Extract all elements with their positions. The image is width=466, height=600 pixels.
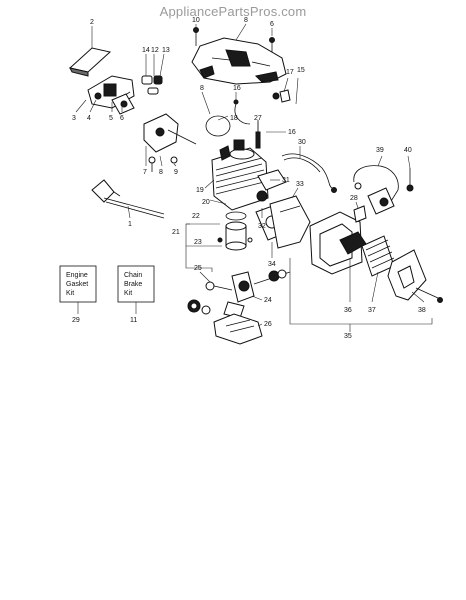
callout-18: 18 bbox=[230, 115, 238, 122]
callout-3: 3 bbox=[72, 115, 76, 122]
callout-22: 22 bbox=[192, 213, 200, 220]
scrench-tool bbox=[91, 179, 165, 219]
air-filter bbox=[68, 47, 112, 77]
callout-19: 19 bbox=[196, 187, 204, 194]
plate-33 bbox=[269, 195, 311, 249]
svg-text:Brake: Brake bbox=[124, 281, 142, 288]
svg-text:Engine: Engine bbox=[66, 272, 88, 279]
callout-28: 28 bbox=[350, 195, 358, 202]
engine-gasket-kit-box: Engine Gasket Kit bbox=[59, 265, 97, 314]
intake-manifold bbox=[143, 113, 197, 172]
crankcase-26 bbox=[213, 313, 263, 345]
callout-24: 24 bbox=[264, 297, 272, 304]
callout-16a: 16 bbox=[233, 85, 241, 92]
top-cover bbox=[191, 37, 287, 85]
carburetor-assembly bbox=[87, 75, 135, 115]
callout-29: 29 bbox=[72, 317, 80, 324]
svg-text:Kit: Kit bbox=[66, 290, 74, 297]
callout-25: 25 bbox=[194, 265, 202, 272]
callout-8c: 8 bbox=[159, 169, 163, 176]
callout-38: 38 bbox=[418, 307, 426, 314]
handle-38 bbox=[387, 249, 443, 303]
callout-8b: 8 bbox=[200, 85, 204, 92]
fittings-12-14 bbox=[141, 75, 163, 95]
callout-7: 7 bbox=[143, 169, 147, 176]
svg-text:Gasket: Gasket bbox=[66, 281, 88, 288]
callout-17: 17 bbox=[286, 69, 294, 76]
callout-12: 12 bbox=[151, 47, 159, 54]
callout-4: 4 bbox=[87, 115, 91, 122]
callout-14: 14 bbox=[142, 47, 150, 54]
callout-11: 11 bbox=[130, 317, 137, 324]
callout-2: 2 bbox=[90, 19, 94, 26]
callout-20: 20 bbox=[202, 199, 210, 206]
callout-33: 33 bbox=[296, 181, 304, 188]
callout-10: 10 bbox=[192, 17, 200, 24]
handle-39 bbox=[353, 165, 399, 215]
part-28 bbox=[353, 205, 367, 223]
callout-23: 23 bbox=[194, 239, 202, 246]
callout-32: 32 bbox=[258, 223, 266, 230]
callout-8a: 8 bbox=[244, 17, 248, 24]
callout-35: 35 bbox=[344, 333, 352, 340]
screw-6 bbox=[269, 37, 275, 52]
fan-housing bbox=[309, 211, 363, 275]
callout-39: 39 bbox=[376, 147, 384, 154]
wire-30 bbox=[281, 153, 337, 193]
bearing-25 bbox=[187, 299, 211, 315]
callout-1: 1 bbox=[128, 221, 132, 228]
svg-text:Chain: Chain bbox=[124, 272, 142, 279]
callout-31: 31 bbox=[282, 177, 290, 184]
callout-9: 9 bbox=[174, 169, 178, 176]
callout-labels: 2 14 12 13 10 8 6 17 15 8 16 18 27 16 30… bbox=[72, 17, 426, 340]
callout-30: 30 bbox=[298, 139, 306, 146]
screw-40 bbox=[406, 168, 414, 192]
callout-5: 5 bbox=[109, 115, 113, 122]
callout-13: 13 bbox=[162, 47, 170, 54]
callout-6b: 6 bbox=[120, 115, 124, 122]
parts-15-17 bbox=[272, 89, 291, 103]
callout-26: 26 bbox=[264, 321, 272, 328]
svg-text:Kit: Kit bbox=[124, 290, 132, 297]
piston bbox=[217, 211, 253, 251]
callout-37: 37 bbox=[368, 307, 376, 314]
cylinder bbox=[211, 139, 269, 211]
callout-34: 34 bbox=[268, 261, 276, 268]
crankshaft bbox=[205, 269, 291, 319]
screw-10 bbox=[193, 27, 199, 46]
chain-brake-kit-box: Chain Brake Kit bbox=[117, 265, 155, 314]
callout-27: 27 bbox=[254, 115, 262, 122]
watermark: AppliancePartsPros.com bbox=[159, 4, 307, 19]
gasket-18 bbox=[205, 115, 231, 137]
callout-6: 6 bbox=[270, 21, 274, 28]
leader-lines bbox=[75, 23, 433, 332]
callout-16b: 16 bbox=[288, 129, 296, 136]
callout-21: 21 bbox=[172, 229, 180, 236]
callout-40: 40 bbox=[404, 147, 412, 154]
callout-36: 36 bbox=[344, 307, 352, 314]
callout-15: 15 bbox=[297, 67, 305, 74]
